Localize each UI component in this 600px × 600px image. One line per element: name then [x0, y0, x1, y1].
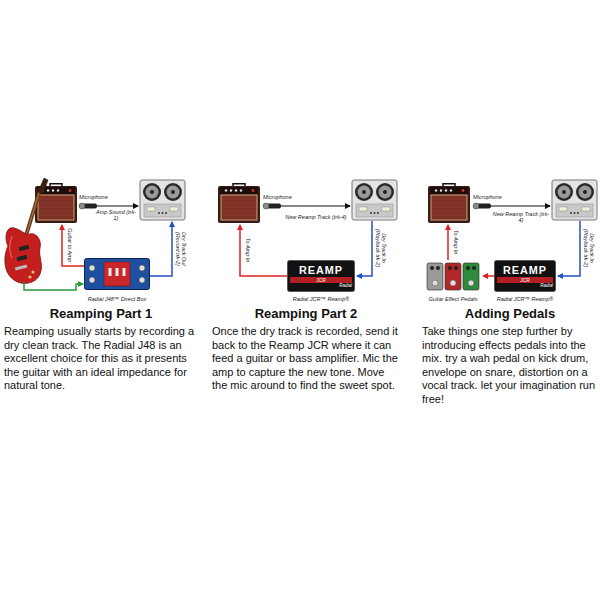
panel-heading: Reamping Part 2 — [212, 306, 400, 322]
device-label: Microphone — [79, 194, 108, 200]
tape-recorder — [352, 180, 397, 220]
device-label: Guitar Effect Pedals — [429, 296, 478, 302]
tape-recorder — [552, 180, 597, 220]
amplifier — [218, 184, 260, 223]
electric-guitar — [5, 178, 48, 283]
direct-box-shape — [84, 258, 150, 290]
amp-cable — [447, 225, 449, 260]
panel-heading: Adding Pedals — [422, 306, 598, 322]
text-panel: Adding PedalsTake things one step furthe… — [422, 306, 598, 406]
effect-pedals: Guitar Effect Pedals — [424, 260, 482, 302]
mic-cable — [97, 206, 138, 207]
device-label: Radial JCR™ Reamp® — [293, 296, 350, 302]
amplifier — [428, 184, 470, 223]
panel-heading: Reamping Part 1 — [4, 306, 198, 322]
signal-cable — [483, 275, 494, 277]
direct-box: Radial J48™ Direct Box — [84, 258, 150, 302]
device-label: Radial JCR™ Reamp® — [497, 296, 554, 302]
cable-label: Dry Track In (Playback trk-2) — [375, 223, 388, 273]
panel-body: Once the dry track is recorded, send it … — [212, 325, 400, 393]
device-label: Microphone — [473, 194, 502, 200]
effect-pedals-shape — [424, 260, 482, 292]
cable-label: To Amp In — [245, 230, 251, 270]
playback-cable — [558, 221, 580, 276]
track-label: New Reamp Track (trk-4) — [283, 214, 349, 220]
brand-text: REAMP — [287, 265, 355, 277]
record-cable — [150, 222, 172, 276]
amplifier — [35, 184, 470, 223]
amp-cable — [62, 225, 84, 266]
guitar-cable — [24, 282, 83, 290]
text-panel: Reamping Part 1 Reamping usually starts b… — [4, 306, 198, 393]
amp-cable — [240, 225, 287, 276]
panel-body: Reamping usually starts by recording a d… — [4, 325, 198, 393]
cable-label: Dry Track Out (Record trk-2) — [175, 227, 188, 271]
model-text: JCR — [287, 278, 355, 283]
cable-label: To Amp In — [453, 224, 459, 260]
microphone: Microphone — [262, 194, 322, 212]
reamp-box: REAMPJCRRadialRadial JCR™ Reamp® — [287, 260, 355, 302]
device-label: Microphone — [263, 194, 292, 200]
logo-text: Radial — [540, 284, 553, 289]
microphone-shape — [472, 202, 532, 210]
model-text: JCR — [494, 278, 556, 283]
mic-cable — [491, 206, 550, 207]
track-label: Amp Sound (trk-1) — [94, 209, 138, 222]
brand-text: REAMP — [494, 265, 556, 277]
cable-label: Dry Track In (Playback trk-2) — [583, 223, 596, 273]
track-label: New Reamp Track (trk-4) — [492, 211, 550, 224]
playback-cable — [357, 221, 372, 276]
text-panel: Reamping Part 2 Once the dry track is rec… — [212, 306, 400, 393]
microphone-shape — [262, 202, 322, 210]
tape-recorder — [140, 180, 185, 220]
logo-text: Radial — [339, 284, 352, 289]
cable-label: Guitar to Amp — [67, 225, 73, 265]
mic-cable — [281, 206, 350, 207]
reamp-box: REAMPJCRRadialRadial JCR™ Reamp® — [494, 260, 556, 302]
microphone: Microphone — [472, 194, 532, 212]
device-label: Radial J48™ Direct Box — [88, 296, 146, 302]
panel-body: Take things one step further by introduc… — [422, 325, 598, 406]
